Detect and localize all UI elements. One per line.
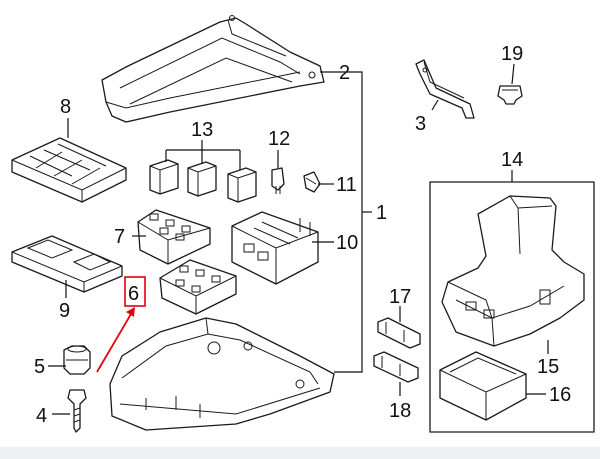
grommet-part[interactable]	[63, 345, 91, 375]
callout-12: 12	[268, 128, 290, 150]
relay-box-6-part[interactable]	[159, 259, 237, 315]
callout-17: 17	[389, 286, 411, 308]
bolt-part[interactable]	[497, 85, 523, 105]
callout-10: 10	[336, 232, 358, 254]
callout-16: 16	[549, 384, 571, 406]
callout-7: 7	[114, 226, 125, 248]
housing-15-part[interactable]	[441, 195, 585, 347]
relay-part[interactable]	[149, 159, 257, 203]
bracket-part[interactable]	[415, 59, 475, 119]
callout-6: 6	[128, 283, 139, 305]
callout-15: 15	[537, 356, 559, 378]
callout-5: 5	[34, 356, 45, 378]
relay-module-part[interactable]	[231, 211, 319, 285]
callout-11: 11	[336, 174, 357, 196]
footer-bar	[0, 447, 600, 459]
relay-box-7-part[interactable]	[137, 209, 211, 265]
fuse-block-upper-part[interactable]	[11, 137, 127, 203]
callout-3: 3	[415, 113, 426, 135]
highlight-box-6	[124, 276, 146, 307]
callout-14: 14	[501, 149, 523, 171]
callout-1: 1	[376, 202, 387, 224]
callout-8: 8	[60, 96, 71, 118]
fuse-11-part[interactable]	[303, 171, 321, 193]
screw-part[interactable]	[67, 389, 87, 433]
callout-2: 2	[339, 62, 350, 84]
callout-9: 9	[59, 300, 70, 322]
callout-18: 18	[389, 400, 411, 422]
lower-housing-part[interactable]	[109, 317, 335, 431]
callout-4: 4	[36, 405, 47, 427]
fuse-block-lower-part[interactable]	[11, 235, 123, 293]
callout-13: 13	[191, 119, 213, 141]
callout-19: 19	[501, 43, 523, 65]
leader-lines	[48, 63, 549, 415]
fuse-12-part[interactable]	[271, 167, 285, 194]
cover-16-part[interactable]	[439, 351, 527, 421]
highlight-arrow-6	[96, 313, 132, 373]
clip-17-part[interactable]	[377, 317, 421, 349]
clip-18-part[interactable]	[373, 351, 419, 383]
upper-cover-part[interactable]	[101, 15, 325, 123]
highlight-arrowhead	[126, 307, 135, 317]
